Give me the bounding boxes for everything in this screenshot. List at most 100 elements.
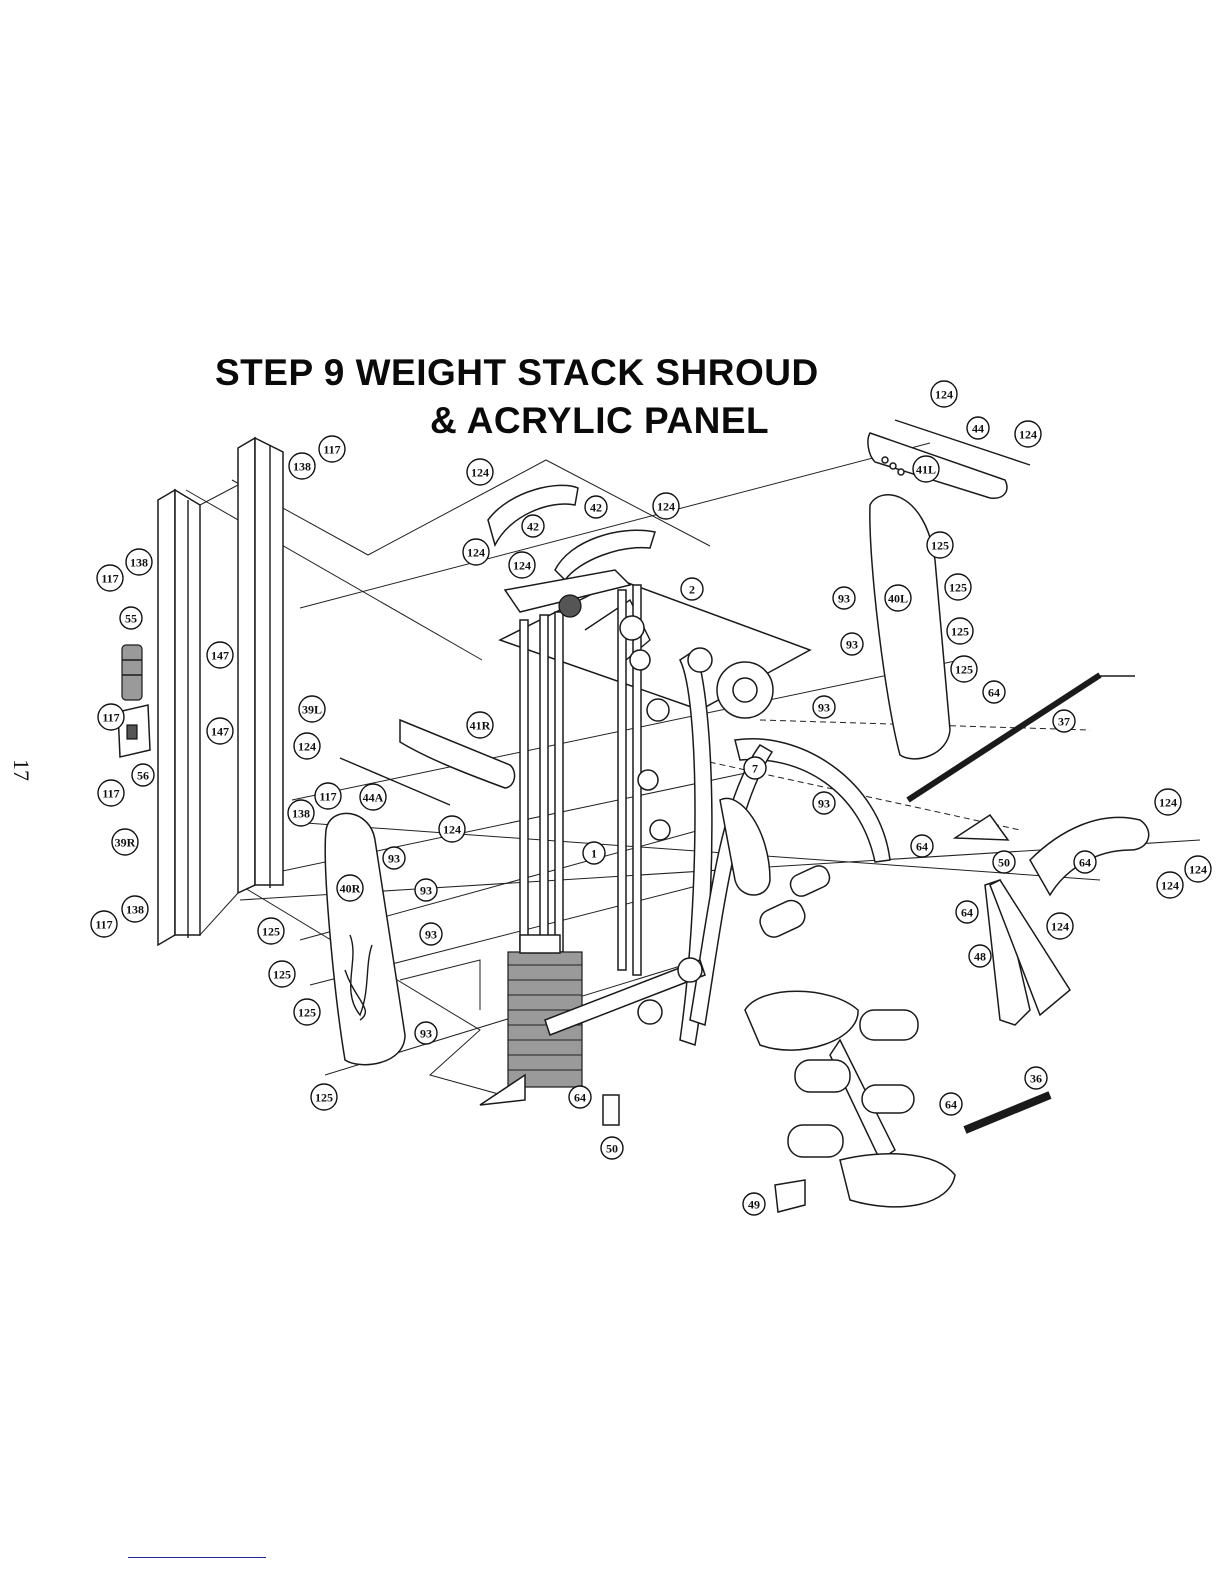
callout-124: 124 — [509, 552, 535, 578]
callout-64: 64 — [911, 835, 933, 857]
callout-147: 147 — [207, 718, 233, 744]
callout-124: 124 — [467, 459, 493, 485]
callout-label: 64 — [574, 1091, 586, 1105]
callout-125: 125 — [951, 656, 977, 682]
callout-124: 124 — [931, 381, 957, 407]
callout-93: 93 — [813, 792, 835, 814]
callout-label: 37 — [1058, 715, 1070, 729]
callout-93: 93 — [813, 696, 835, 718]
callout-49: 49 — [743, 1193, 765, 1215]
callout-label: 93 — [388, 852, 400, 866]
callout-label: 93 — [420, 884, 432, 898]
callout-40L: 40L — [885, 585, 911, 611]
callout-93: 93 — [383, 847, 405, 869]
callout-124: 124 — [653, 493, 679, 519]
callout-125: 125 — [945, 574, 971, 600]
footer-rule — [128, 1557, 266, 1558]
callout-125: 125 — [258, 918, 284, 944]
callout-117: 117 — [319, 436, 345, 462]
callout-label: 64 — [916, 840, 928, 854]
callout-44A: 44A — [360, 784, 386, 810]
callout-label: 56 — [137, 769, 149, 783]
callout-label: 40R — [340, 882, 361, 896]
callout-37: 37 — [1053, 710, 1075, 732]
callout-41L: 41L — [913, 456, 939, 482]
callout-label: 44A — [363, 791, 384, 805]
callout-124: 124 — [1047, 913, 1073, 939]
callout-label: 147 — [211, 649, 229, 663]
callout-label: 41L — [916, 463, 936, 477]
callout-42: 42 — [585, 496, 607, 518]
callout-124: 124 — [1155, 789, 1181, 815]
callout-7: 7 — [744, 757, 766, 779]
callout-125: 125 — [927, 532, 953, 558]
callout-label: 93 — [818, 701, 830, 715]
callout-label: 39L — [302, 703, 322, 717]
callout-label: 50 — [998, 856, 1010, 870]
callout-label: 44 — [972, 422, 984, 436]
callout-label: 138 — [292, 807, 310, 821]
callout-93: 93 — [415, 879, 437, 901]
callout-label: 117 — [102, 711, 119, 725]
callout-label: 40L — [888, 592, 908, 606]
callout-2: 2 — [681, 578, 703, 600]
callout-117: 117 — [91, 911, 117, 937]
callout-label: 64 — [988, 686, 1000, 700]
strap-48 — [985, 880, 1070, 1025]
callout-147: 147 — [207, 642, 233, 668]
callout-label: 124 — [443, 823, 461, 837]
shroud-back-panel — [200, 485, 238, 935]
callout-label: 117 — [95, 918, 112, 932]
callout-124: 124 — [1185, 856, 1211, 882]
callout-label: 124 — [467, 546, 485, 560]
callout-label: 117 — [102, 787, 119, 801]
callout-39L: 39L — [299, 696, 325, 722]
callout-label: 93 — [846, 638, 858, 652]
callout-label: 124 — [298, 740, 316, 754]
callout-label: 125 — [298, 1006, 316, 1020]
callout-label: 125 — [931, 539, 949, 553]
callout-label: 124 — [471, 466, 489, 480]
callout-124: 124 — [294, 733, 320, 759]
callout-label: 93 — [425, 928, 437, 942]
guard-41L — [868, 420, 1030, 498]
callout-label: 50 — [606, 1142, 618, 1156]
callout-124: 124 — [463, 539, 489, 565]
handle-50 — [955, 815, 1008, 840]
callout-42: 42 — [522, 515, 544, 537]
callout-124: 124 — [439, 816, 465, 842]
callout-124: 124 — [1015, 421, 1041, 447]
callout-label: 93 — [420, 1027, 432, 1041]
callout-label: 7 — [752, 762, 758, 776]
callout-124: 124 — [1157, 872, 1183, 898]
stop-50-lower — [603, 1095, 619, 1125]
callout-label: 147 — [211, 725, 229, 739]
callout-56: 56 — [132, 764, 154, 786]
callout-label: 138 — [126, 903, 144, 917]
callout-50: 50 — [993, 851, 1015, 873]
callout-117: 117 — [97, 565, 123, 591]
callout-label: 55 — [125, 612, 137, 626]
callout-125: 125 — [311, 1084, 337, 1110]
weight-pin-55 — [122, 645, 142, 700]
callout-138: 138 — [289, 453, 315, 479]
callout-93: 93 — [833, 587, 855, 609]
callout-label: 125 — [262, 925, 280, 939]
callout-36: 36 — [1025, 1067, 1047, 1089]
callout-label: 93 — [838, 592, 850, 606]
callout-117: 117 — [315, 783, 341, 809]
callout-label: 124 — [1159, 796, 1177, 810]
callout-64: 64 — [569, 1086, 591, 1108]
callout-label: 124 — [513, 559, 531, 573]
callout-label: 39R — [115, 836, 136, 850]
callout-label: 42 — [590, 501, 602, 515]
callout-39R: 39R — [112, 829, 138, 855]
callout-41R: 41R — [467, 712, 493, 738]
callout-93: 93 — [415, 1022, 437, 1044]
callout-1: 1 — [583, 842, 605, 864]
callout-label: 64 — [961, 906, 973, 920]
callout-label: 2 — [689, 583, 695, 597]
callout-label: 125 — [315, 1091, 333, 1105]
callout-138: 138 — [126, 549, 152, 575]
callout-label: 124 — [1019, 428, 1037, 442]
